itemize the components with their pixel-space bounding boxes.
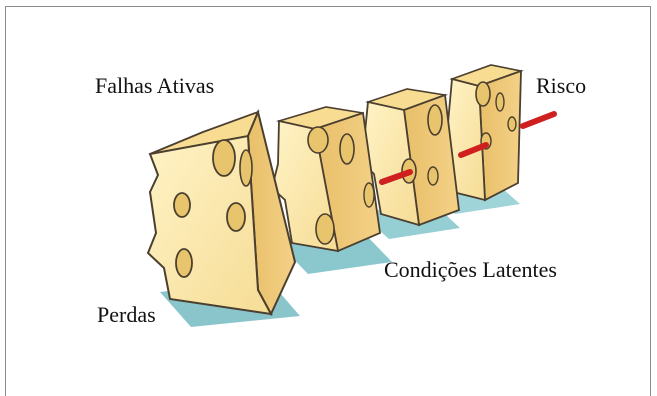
- risk-arrow-segment-back: [523, 114, 554, 126]
- cheese-hole-1a: [213, 140, 235, 176]
- latent-conditions-label: Condições Latentes: [384, 259, 557, 281]
- cheese-hole-1b: [174, 193, 190, 217]
- cheese-slice-2: [272, 107, 380, 251]
- losses-label: Perdas: [97, 304, 156, 326]
- cheese-hole-1e: [240, 150, 252, 186]
- cheese-hole-1d: [176, 249, 192, 277]
- cheese-hole-4a: [476, 82, 490, 106]
- cheese-hole-2c: [340, 134, 354, 164]
- cheese-hole-2a: [308, 127, 328, 153]
- cheese-slice-1: [148, 112, 295, 314]
- active-failures-label: Falhas Ativas: [95, 75, 214, 97]
- cheese-hole-4d: [508, 117, 516, 131]
- cheese-hole-2d: [364, 183, 374, 207]
- cheese-slice-4: [445, 65, 521, 200]
- cheese-hole-2b: [316, 214, 334, 244]
- cheese-hole-4b: [496, 93, 504, 111]
- cheese-hole-3a: [428, 105, 442, 135]
- risk-label: Risco: [536, 75, 586, 97]
- cheese-hole-1c: [227, 203, 245, 231]
- cheese-hole-3c: [428, 167, 438, 185]
